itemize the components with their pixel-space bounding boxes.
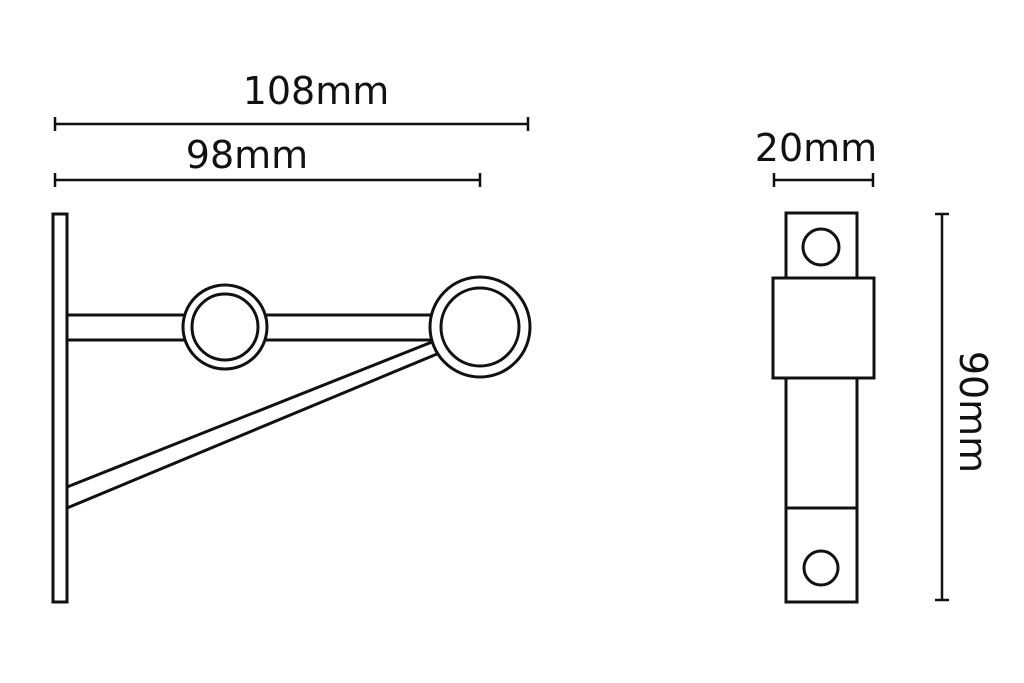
back-plate	[51, 212, 69, 604]
front-collar	[771, 276, 876, 380]
bottom-screw-hole	[802, 549, 840, 587]
dimension-98mm	[53, 173, 482, 187]
horizontal-arm	[67, 313, 431, 342]
front-view: 20mm 90mm	[755, 126, 995, 604]
dimension-label-20mm: 20mm	[755, 126, 877, 170]
dimension-label-90mm: 90mm	[951, 351, 995, 473]
dimension-108mm	[53, 117, 530, 131]
dimension-label-98mm: 98mm	[186, 133, 308, 177]
dimension-20mm	[772, 173, 875, 187]
middle-ring	[181, 283, 269, 371]
dimension-90mm	[935, 212, 949, 602]
top-screw-hole	[801, 227, 841, 267]
diagonal-strut	[66, 340, 438, 510]
dimension-label-108mm: 108mm	[243, 69, 390, 113]
side-view: 108mm 98mm	[51, 69, 532, 604]
end-ring	[428, 275, 532, 379]
front-plate	[784, 211, 859, 604]
